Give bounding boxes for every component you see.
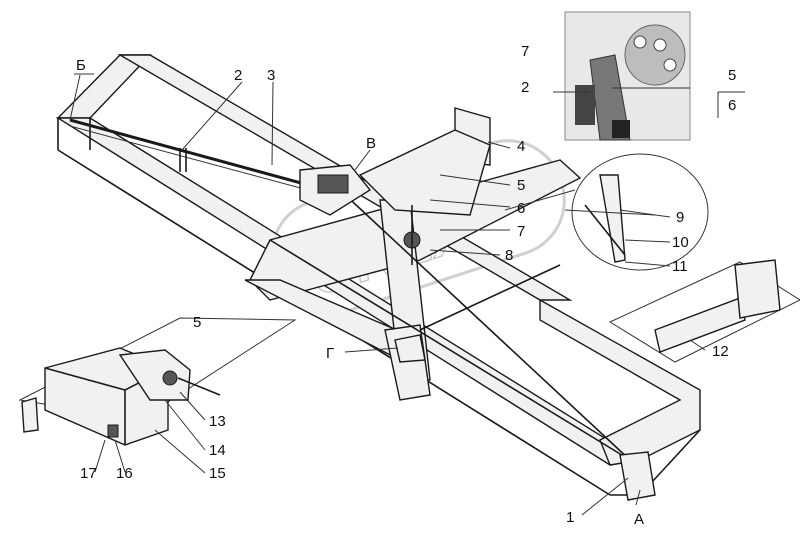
- part-12-beam: [608, 259, 800, 363]
- upper-mount: [358, 129, 491, 216]
- foot-17: [21, 397, 39, 433]
- brace-rod-lower: [269, 239, 631, 461]
- label-6: 6: [517, 200, 525, 217]
- main-frame: [55, 54, 701, 501]
- detail-inset-top-right: [564, 11, 691, 141]
- label-2: 2: [234, 67, 242, 84]
- arm-part-9: [599, 174, 626, 263]
- label-inset-5: 5: [728, 67, 736, 84]
- leader-lines: [69, 74, 706, 516]
- detail-circle: [571, 153, 709, 271]
- label-1: 1: [566, 509, 574, 526]
- brace-rod-upper: [69, 118, 346, 197]
- label-13: 13: [209, 413, 226, 430]
- label-16: 16: [116, 465, 133, 482]
- label-9: 9: [676, 209, 684, 226]
- detail-callout-arm: [504, 153, 709, 271]
- label-v-cyr: В: [366, 135, 376, 152]
- tower-bracket-plate: [317, 174, 349, 194]
- bracket-a: [619, 451, 656, 501]
- label-8: 8: [505, 247, 513, 264]
- label-3: 3: [267, 67, 275, 84]
- label-5-left: 5: [193, 314, 201, 331]
- label-5-top: 5: [517, 177, 525, 194]
- bolt-13: [162, 370, 178, 386]
- label-g-cyr: Г: [326, 345, 334, 362]
- pin-16: [107, 424, 119, 438]
- hitch-g: [394, 334, 426, 363]
- label-14: 14: [209, 442, 226, 459]
- detail-lower-left: [18, 317, 297, 446]
- bracket-14: [118, 349, 191, 401]
- label-a-cyr: А: [634, 511, 644, 528]
- label-7: 7: [517, 223, 525, 240]
- label-inset-2: 2: [521, 79, 529, 96]
- part-12-end: [734, 259, 781, 319]
- frame-right-end: [539, 298, 701, 466]
- label-10: 10: [672, 234, 689, 251]
- label-b-cyr: Б: [76, 57, 86, 74]
- callout-labels: Б 2 3 В 4 5 6 7 8 9 10 11 12 5 13 14 15 …: [74, 43, 745, 528]
- label-inset-7: 7: [521, 43, 529, 60]
- label-4: 4: [517, 138, 525, 155]
- label-12: 12: [712, 343, 729, 360]
- label-11: 11: [672, 258, 688, 275]
- label-15: 15: [209, 465, 226, 482]
- part-12-bar: [654, 297, 746, 353]
- label-inset-6: 6: [728, 97, 736, 114]
- label-17: 17: [80, 465, 97, 482]
